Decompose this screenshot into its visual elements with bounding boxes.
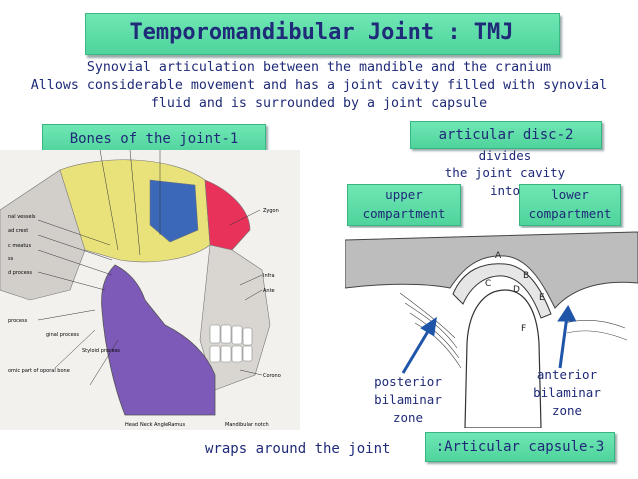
diagram-letter-f: F [521,324,526,334]
diagram-letter-b: B [523,271,529,281]
skull-label-13: Corono [263,373,281,379]
skull-label-9: omic part of oporal bone [8,368,70,374]
skull-label-14: Head [125,422,138,428]
disc-line-2: the joint cavity [444,165,566,180]
disc-line-3: into [489,183,521,198]
skull-label-4: ss [8,256,14,262]
page-title: Temporomandibular Joint : TMJ [129,20,514,45]
skull-label-2: ad crest [8,228,28,234]
anterior-line-1: anterior [536,367,598,382]
skull-label-6: process [8,318,28,324]
upper-compartment-line-2: compartment [362,206,446,221]
subtitle-line-3: fluid and is surrounded by a joint capsu… [150,96,488,111]
skull-label-15: Neck [140,422,153,428]
tmj-cross-section-diagram: A B C D E F [345,228,638,428]
lower-compartment-box: lower compartment [519,184,621,226]
skull-label-18: Mandibular notch [225,422,269,428]
lower-compartment-line-1: lower [551,187,589,202]
diagram-letter-c: C [485,279,491,289]
anterior-bilaminar-zone-label: anterior bilaminar zone [527,366,607,420]
posterior-line-3: zone [392,410,424,425]
upper-compartment-box: upper compartment [347,184,461,226]
articular-disc-tag: articular disc-2 [410,121,602,149]
disc-line-1: divides [478,148,532,163]
subtitle-line-2: Allows considerable movement and has a j… [30,78,608,93]
articular-capsule-tag: :Articular capsule-3 [425,432,615,462]
skull-label-8: Styloid process [82,348,120,354]
subtitle-line-1: Synovial articulation between the mandib… [86,60,552,75]
skull-label-12: Ante [263,288,275,294]
diagram-letter-e: E [539,293,545,303]
bones-tag: Bones of the joint-1 [42,124,266,154]
diagram-letter-d: D [513,285,520,295]
lower-compartment-line-2: compartment [528,206,612,221]
posterior-bilaminar-zone-label: posterior bilaminar zone [368,373,448,427]
skull-label-7: ginal process [46,332,79,338]
diagram-letter-a: A [495,251,502,261]
skull-label-16: Angle [154,422,168,428]
skull-label-5: d process [8,270,32,276]
posterior-line-1: posterior [374,374,442,389]
anterior-line-3: zone [551,403,583,418]
skull-illustration: nal vessels ad crest c meatus ss d proce… [0,150,300,430]
skull-label-1: nal vessels [8,214,36,220]
skull-label-11: Infra [263,273,275,279]
skull-label-17: Ramus [168,422,185,428]
skull-label-10: Zygon [263,208,279,214]
posterior-line-2: bilaminar [374,392,442,407]
capsule-description: wraps around the joint [205,441,391,457]
anterior-line-2: bilaminar [533,385,601,400]
title-box [85,13,560,55]
upper-compartment-line-1: upper [385,187,423,202]
skull-label-3: c meatus [8,243,31,249]
